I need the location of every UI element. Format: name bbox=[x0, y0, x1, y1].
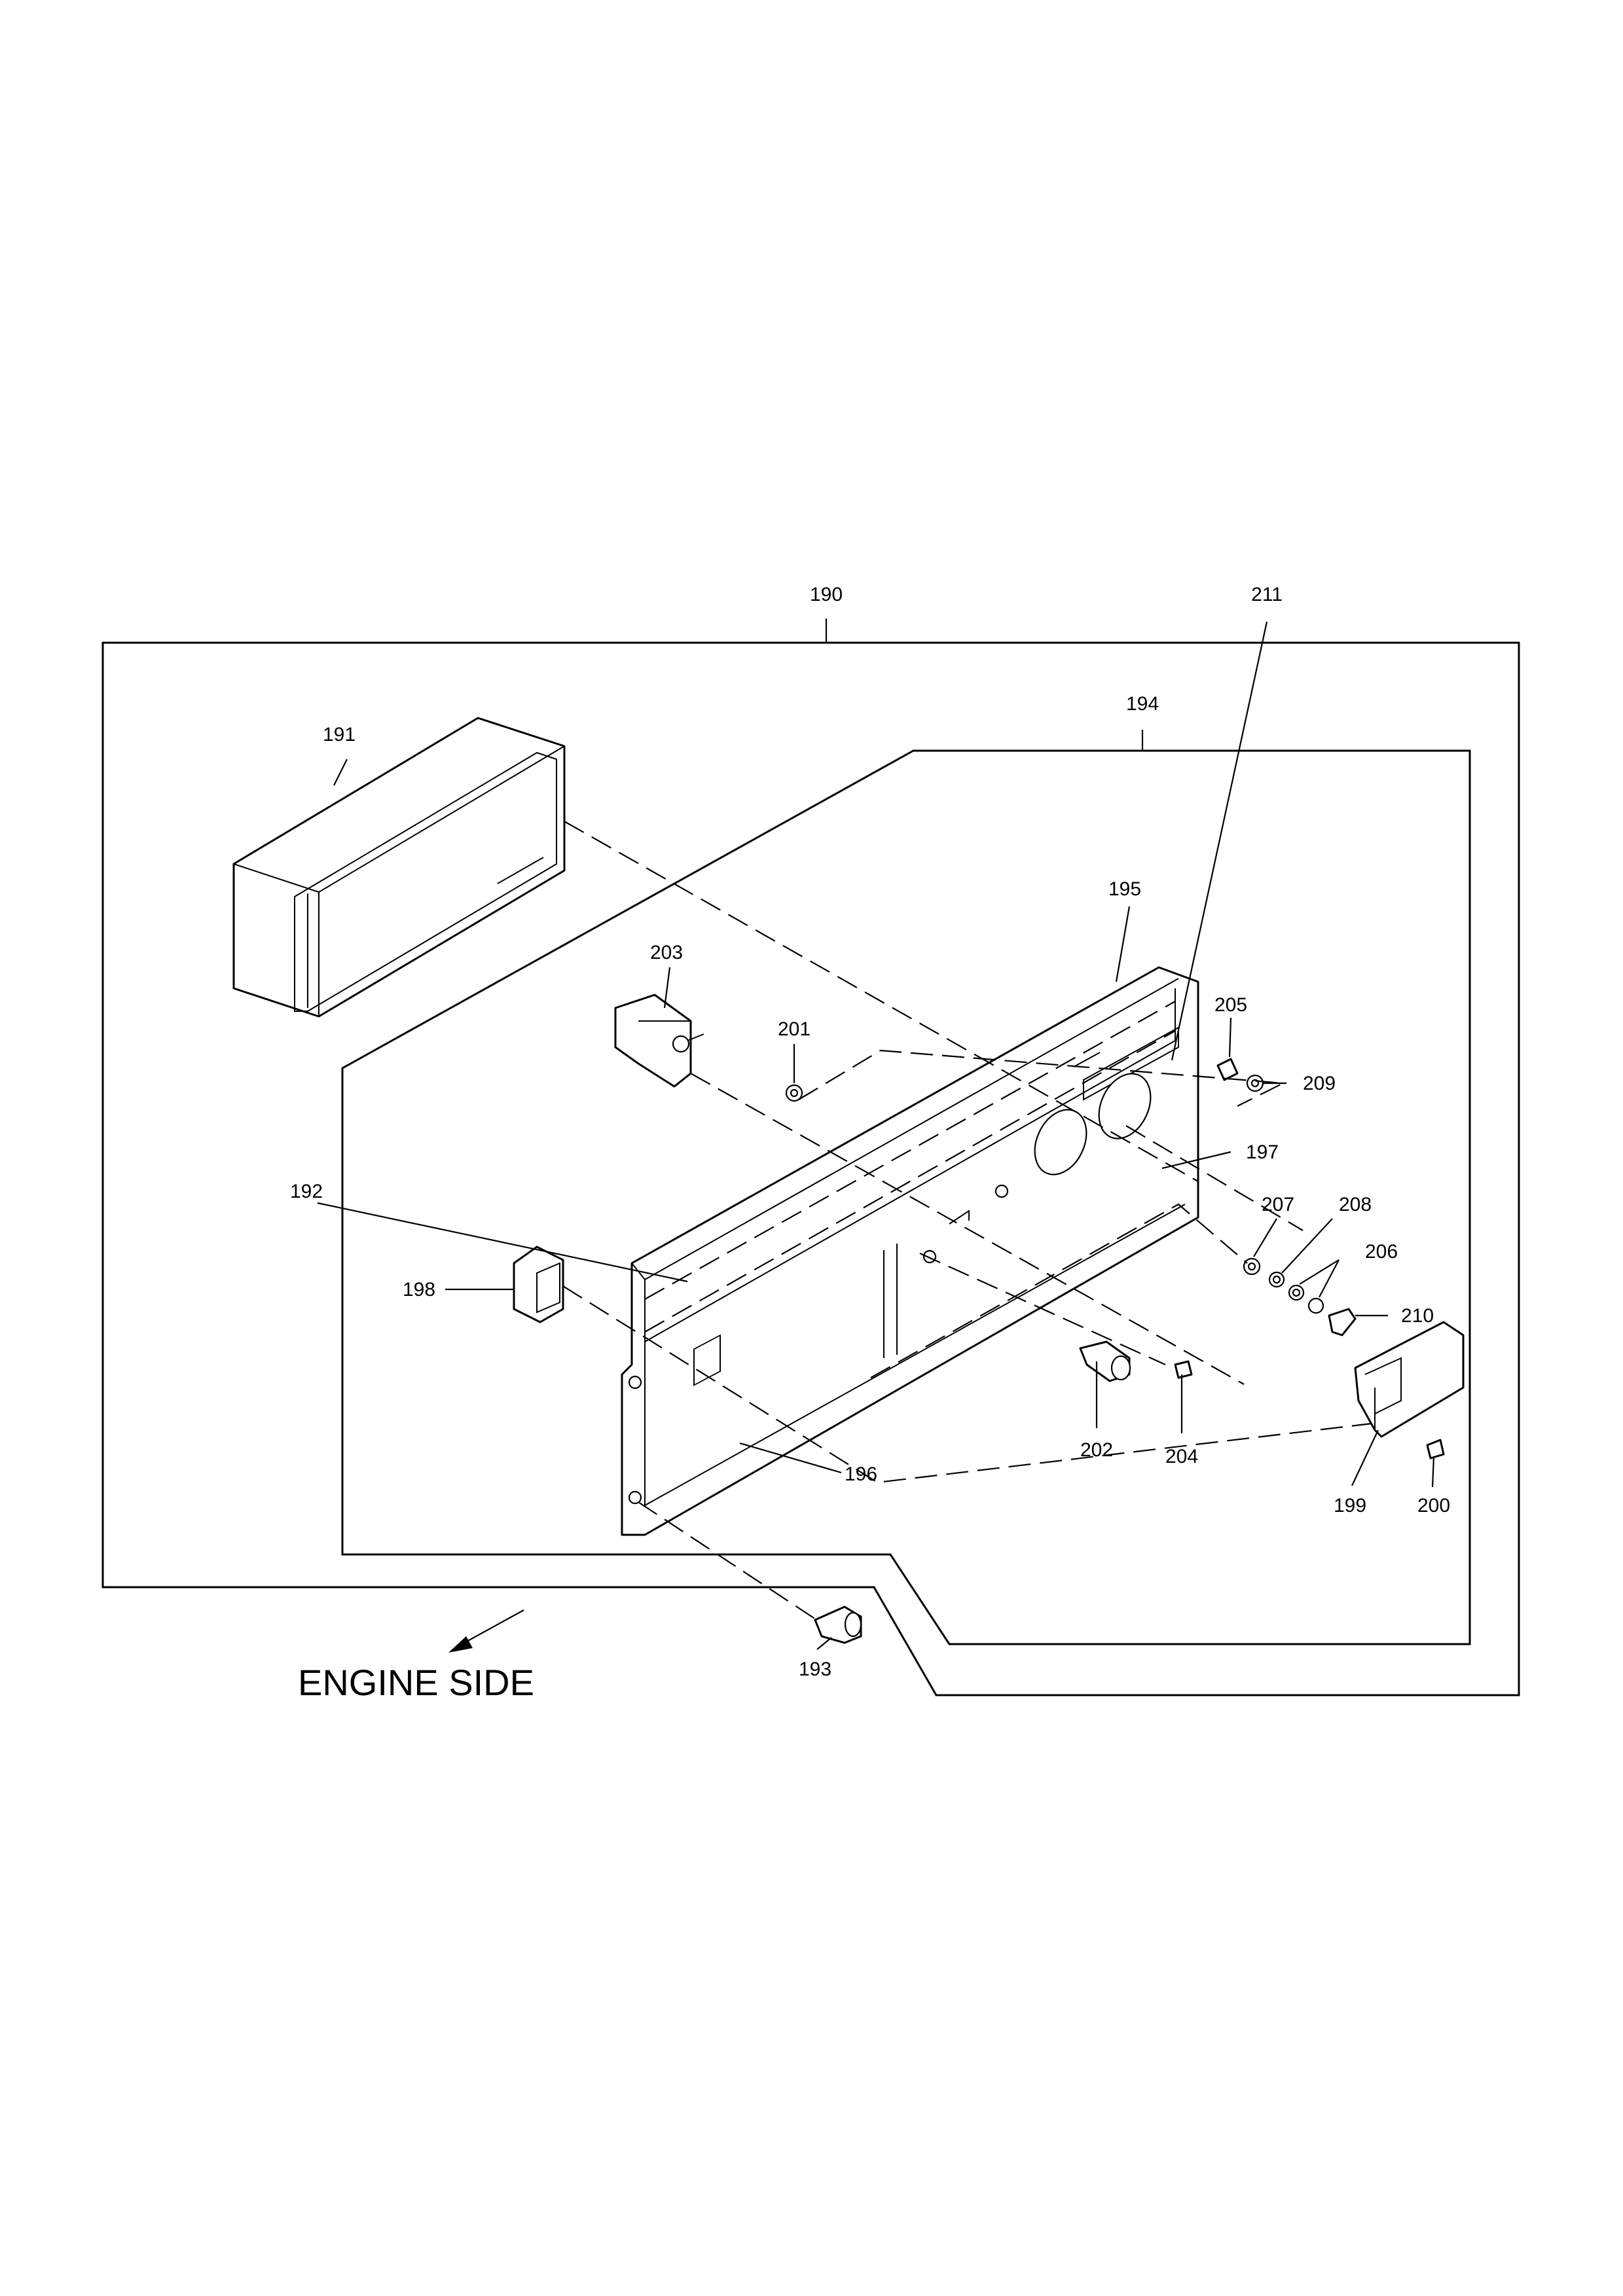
label-211: 211 bbox=[1251, 584, 1283, 605]
assembly-outline-190 bbox=[101, 641, 1520, 1696]
engine-side-caption: ENGINE SIDE bbox=[298, 1662, 534, 1703]
label-198: 198 bbox=[403, 1279, 435, 1300]
label-199: 199 bbox=[1334, 1495, 1366, 1516]
part-199-bracket bbox=[1354, 1321, 1465, 1438]
label-204: 204 bbox=[1165, 1446, 1198, 1467]
part-201-nut bbox=[785, 1084, 803, 1102]
part-198-rocker bbox=[513, 1246, 564, 1323]
leader-lines bbox=[317, 619, 1435, 1650]
label-194: 194 bbox=[1126, 693, 1159, 715]
part-191-housing bbox=[232, 717, 566, 1018]
part-204-screw bbox=[1174, 1360, 1193, 1379]
part-209-washer bbox=[1246, 1074, 1264, 1092]
label-209: 209 bbox=[1303, 1073, 1336, 1094]
engine-side-arrow bbox=[448, 1609, 524, 1653]
part-200-screw bbox=[1426, 1439, 1445, 1460]
part-207-washer bbox=[1243, 1257, 1261, 1276]
label-197: 197 bbox=[1246, 1141, 1279, 1163]
label-201: 201 bbox=[778, 1018, 811, 1040]
label-195: 195 bbox=[1108, 878, 1141, 900]
part-206-nut bbox=[1288, 1284, 1324, 1314]
part-202-knob bbox=[1079, 1340, 1131, 1382]
subassembly-outline-194 bbox=[341, 749, 1471, 1645]
label-210: 210 bbox=[1401, 1305, 1434, 1327]
part-208-washer bbox=[1268, 1271, 1285, 1288]
label-202: 202 bbox=[1080, 1439, 1113, 1461]
part-195-panel bbox=[621, 966, 1199, 1536]
label-203: 203 bbox=[650, 942, 683, 963]
label-192: 192 bbox=[290, 1181, 323, 1202]
label-208: 208 bbox=[1339, 1194, 1372, 1215]
part-205-screw bbox=[1216, 1058, 1239, 1081]
label-200: 200 bbox=[1417, 1495, 1450, 1516]
part-203-switch bbox=[614, 994, 704, 1088]
part-193-screw bbox=[814, 1605, 862, 1644]
alignment-lines bbox=[562, 821, 1372, 1624]
part-210-connector bbox=[1328, 1308, 1357, 1336]
label-207: 207 bbox=[1262, 1194, 1294, 1215]
label-191: 191 bbox=[323, 724, 356, 745]
label-205: 205 bbox=[1214, 994, 1247, 1016]
label-206: 206 bbox=[1365, 1241, 1398, 1263]
label-190: 190 bbox=[810, 584, 843, 605]
label-196: 196 bbox=[845, 1463, 877, 1485]
label-193: 193 bbox=[799, 1659, 831, 1680]
